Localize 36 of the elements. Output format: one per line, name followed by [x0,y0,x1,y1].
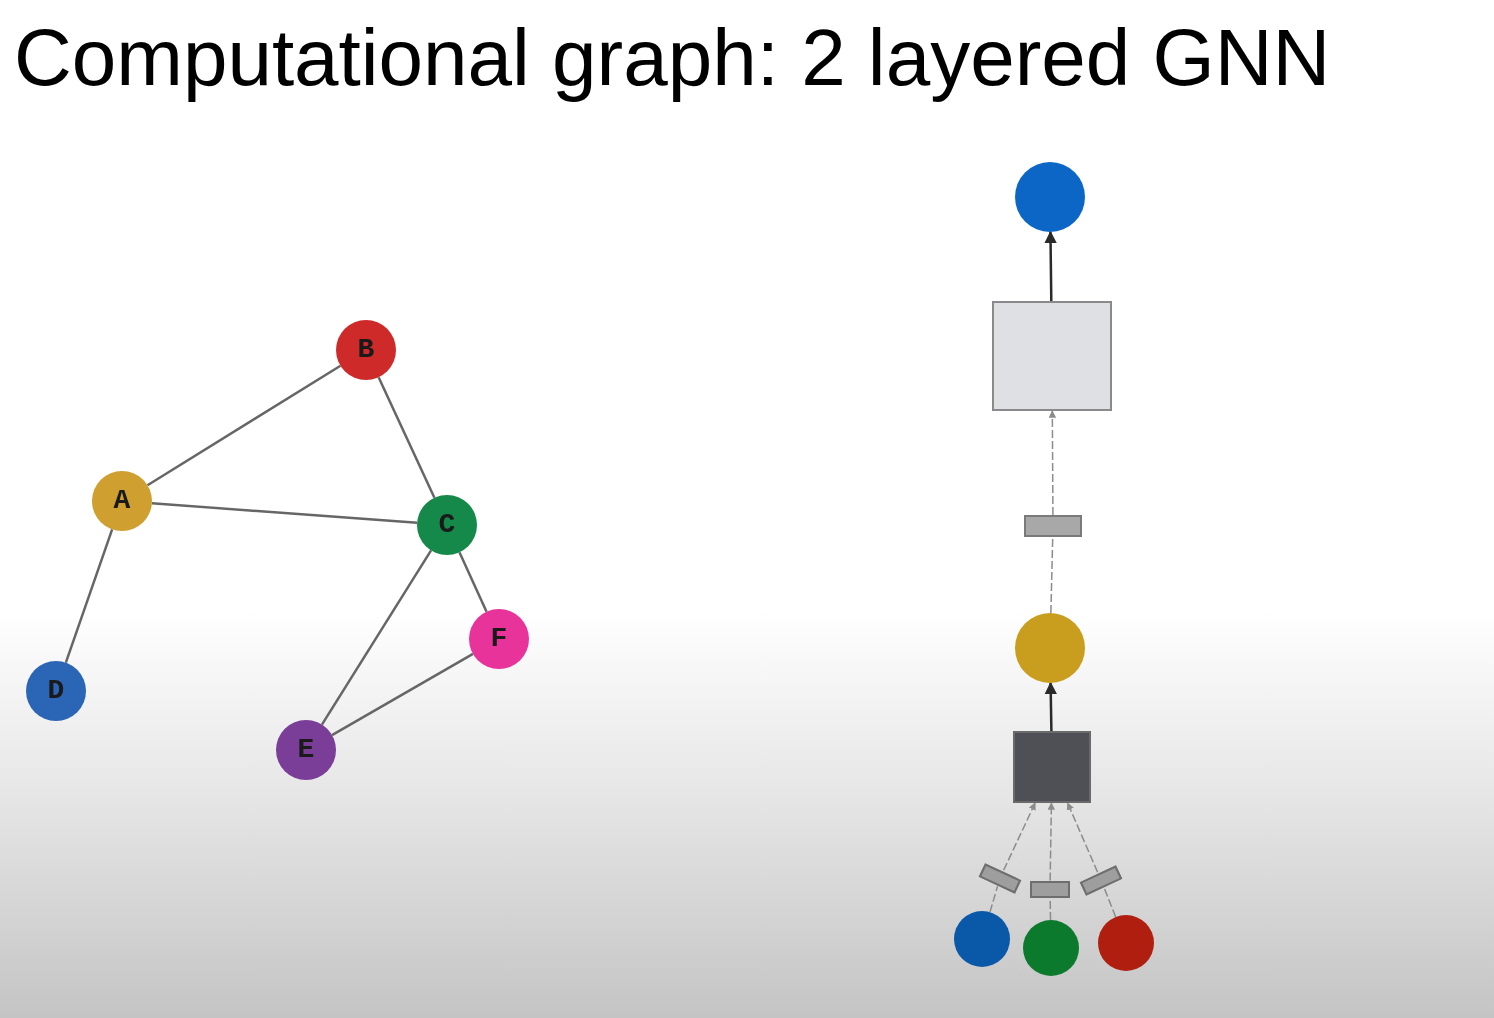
connector-line [151,501,418,525]
connector-line [1103,887,1117,918]
connector-line [64,528,114,664]
arrow [1002,802,1036,872]
node-circle [417,495,477,555]
node-circle [336,320,396,380]
node-label: A [113,487,131,515]
arrow [1048,410,1057,516]
connector-line [989,885,999,913]
square-box [1013,731,1091,803]
connector-line [320,549,433,726]
connector-line [458,551,488,613]
bar-rect [1030,880,1070,898]
arrow [1044,681,1058,731]
node-label: F [490,625,508,653]
node-circle [26,661,86,721]
square-box [992,301,1112,411]
connector-line [1050,536,1054,614]
arrow [1044,230,1057,301]
title: Computational graph: 2 layered GNN [14,12,1331,104]
node-circle [276,720,336,780]
node-label: B [357,336,375,364]
node-circle [954,911,1010,967]
node-circle [1023,920,1079,976]
node-label: D [47,677,65,705]
connector-line [146,364,342,487]
node-circle [1098,915,1154,971]
node-label: C [438,511,456,539]
node-circle [92,471,152,531]
node-circle [469,609,529,669]
connector-line [377,376,436,499]
arrow [1066,802,1099,873]
arrow [1047,802,1056,882]
bar-rect [1024,515,1082,537]
node-label: E [297,736,315,764]
connector-line [331,652,474,737]
